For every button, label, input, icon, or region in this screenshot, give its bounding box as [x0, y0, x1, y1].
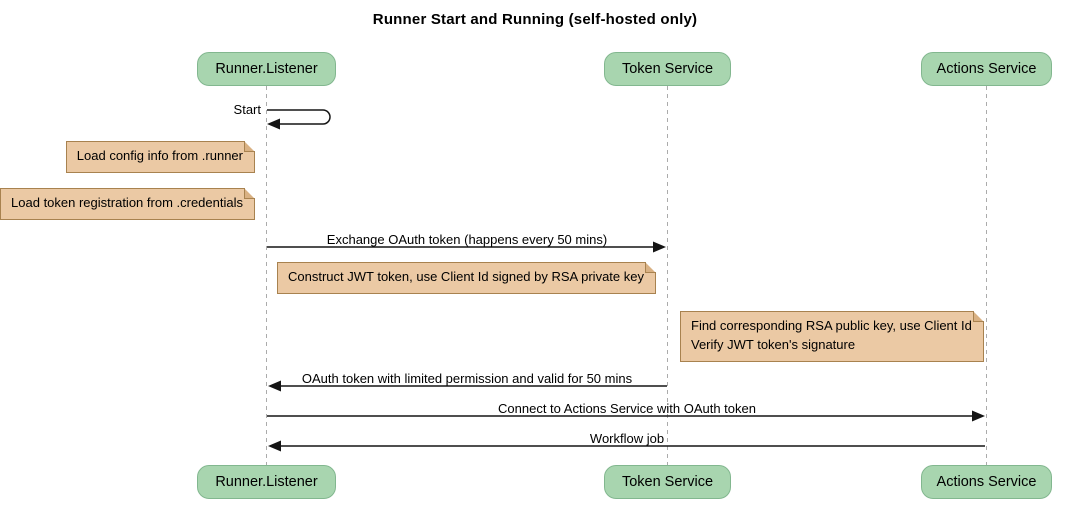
diagram-title: Runner Start and Running (self-hosted on… — [372, 11, 698, 28]
note-construct-jwt: Construct JWT token, use Client Id signe… — [277, 262, 656, 294]
participant-token-service-bottom: Token Service — [604, 465, 731, 499]
participant-actions-service-top: Actions Service — [921, 52, 1052, 86]
note-text-line1: Find corresponding RSA public key, use C… — [691, 318, 972, 333]
note-text: Load token registration from .credential… — [11, 195, 243, 210]
message-label-exchange-oauth: Exchange OAuth token (happens every 50 m… — [326, 232, 608, 247]
note-load-credentials: Load token registration from .credential… — [0, 188, 255, 220]
message-label-start: Start — [233, 102, 261, 117]
note-text: Load config info from .runner — [76, 148, 243, 163]
participant-label: Token Service — [621, 61, 714, 77]
note-text-line2: Verify JWT token's signature — [691, 336, 856, 352]
note-load-config: Load config info from .runner — [65, 141, 256, 173]
participant-runner-listener-bottom: Runner.Listener — [197, 465, 336, 499]
message-label-connect-actions: Connect to Actions Service with OAuth to… — [498, 401, 756, 416]
participant-runner-listener-top: Runner.Listener — [197, 52, 336, 86]
participant-label: Runner.Listener — [215, 474, 318, 490]
message-label-oauth-return: OAuth token with limited permission and … — [301, 371, 633, 386]
note-find-rsa-key: Find corresponding RSA public key, use C… — [680, 311, 984, 362]
self-arrow-start — [267, 109, 331, 125]
message-label-workflow-job: Workflow job — [589, 431, 665, 446]
self-arrow-start-head — [267, 118, 280, 130]
participant-token-service-top: Token Service — [604, 52, 731, 86]
participant-actions-service-bottom: Actions Service — [921, 465, 1052, 499]
participant-label: Runner.Listener — [215, 61, 318, 77]
participant-label: Actions Service — [936, 61, 1037, 77]
note-text: Construct JWT token, use Client Id signe… — [288, 269, 644, 284]
participant-label: Actions Service — [936, 474, 1037, 490]
participant-label: Token Service — [621, 474, 714, 490]
